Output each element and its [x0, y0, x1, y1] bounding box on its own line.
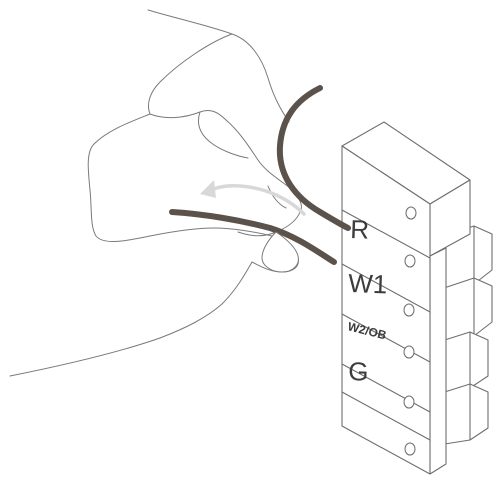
terminal-label-g: G [348, 356, 369, 387]
wire-lower [172, 212, 334, 262]
terminal-label-r: R [350, 214, 370, 245]
wire-upper [280, 88, 348, 228]
terminal-block: R W1 W2/OB G [342, 122, 492, 474]
terminal-label-w1: W1 [348, 268, 388, 299]
hand-icon [10, 10, 302, 376]
